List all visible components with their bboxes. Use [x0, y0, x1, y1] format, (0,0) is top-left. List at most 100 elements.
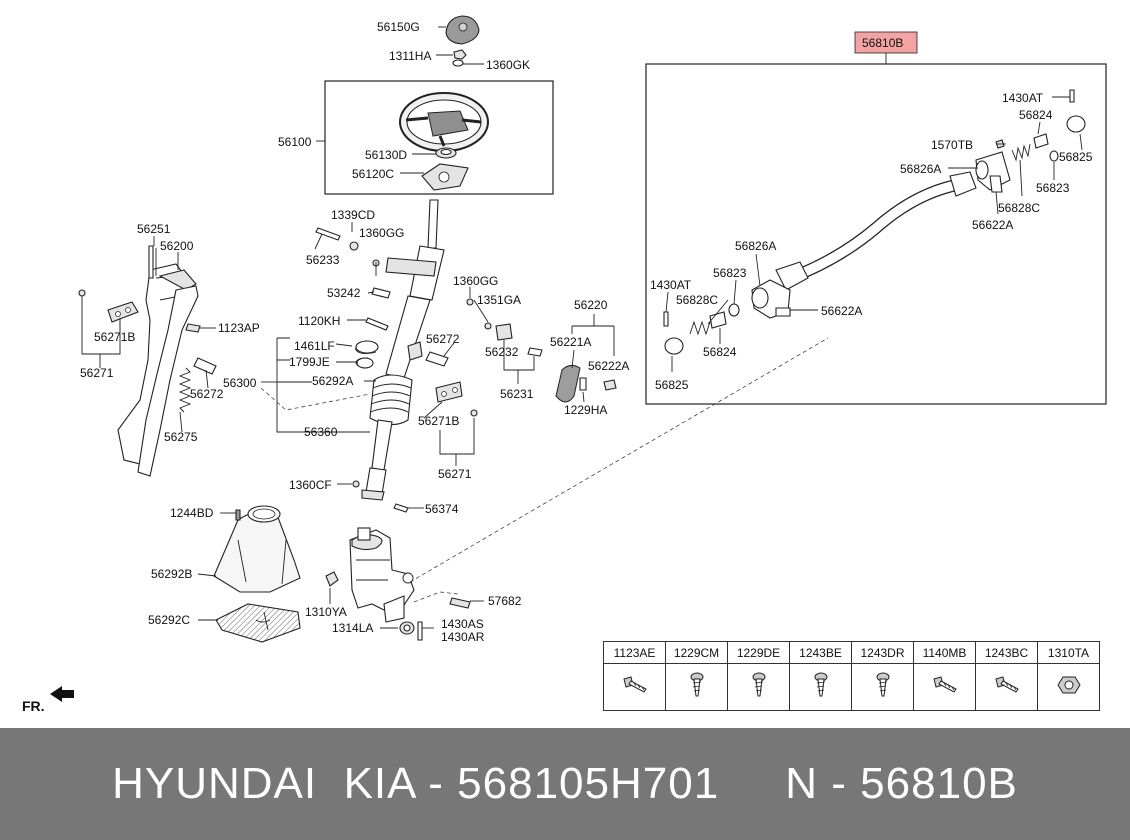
spring-56275-part	[178, 367, 192, 413]
bracket-56271B-b-part	[435, 381, 463, 403]
label-1360GG-b: 1360GG	[453, 274, 498, 288]
nut-1310YA-part	[325, 571, 339, 587]
lower-shaft-part	[361, 419, 393, 501]
bolt-1123AP-part	[185, 323, 201, 333]
clip-1799JE-part	[356, 357, 374, 369]
washer-56823-a-part	[1049, 150, 1059, 162]
pin-53242-part	[371, 287, 391, 299]
washer-1360GK-part	[452, 59, 464, 67]
fastener-header: 1243BE	[789, 641, 852, 664]
cap-56824-b-part	[709, 311, 727, 329]
label-56810B: 56810B	[862, 36, 903, 50]
label-56826A-a: 56826A	[900, 162, 941, 176]
bushing-56232-part	[495, 323, 513, 341]
label-56823-b: 56823	[713, 266, 747, 280]
fastener-cell	[975, 663, 1038, 711]
fastener-header: 1229DE	[727, 641, 790, 664]
label-1123AP: 1123AP	[218, 321, 260, 335]
label-56292C: 56292C	[148, 613, 190, 627]
label-56374: 56374	[425, 502, 459, 516]
boot-plate-56292C-part	[215, 603, 301, 643]
washer-1360GG-b-part	[466, 298, 474, 306]
tapping-screw-icon	[870, 672, 896, 704]
label-56292B: 56292B	[151, 567, 192, 581]
bolt-57682-part	[449, 597, 471, 609]
fastener-cell	[665, 663, 728, 711]
bolt-56233-part	[315, 227, 341, 241]
label-56231: 56231	[500, 387, 534, 401]
label-56824-a: 56824	[1019, 108, 1053, 122]
label-56825-b: 56825	[655, 378, 689, 392]
label-1120KH: 1120KH	[298, 314, 340, 328]
steering-nut-56130D-part	[435, 147, 457, 159]
screw-56231-part	[527, 347, 543, 357]
label-56200: 56200	[160, 239, 194, 253]
pin-1430AT-a-part	[1069, 89, 1075, 103]
label-1229HA: 1229HA	[564, 403, 607, 417]
fastener-header: 1229CM	[665, 641, 728, 664]
fastener-header: 1140MB	[913, 641, 976, 664]
shift-cable-part	[775, 171, 977, 291]
label-56220: 56220	[574, 298, 608, 312]
steering-column-parts-diagram: 56150G 1311HA 1360GK 56100 56130D 56120C…	[22, 15, 1107, 714]
fastener-cell	[727, 663, 790, 711]
label-56271B-a: 56271B	[94, 330, 135, 344]
label-56292A: 56292A	[312, 374, 353, 388]
label-1244BD: 1244BD	[170, 506, 214, 520]
label-56275: 56275	[164, 430, 198, 444]
footer-banner: HYUNDAI KIA - 568105H701 N - 56810B	[0, 728, 1130, 840]
nut-56271-a-part	[78, 289, 86, 297]
bolt-1120KH-part	[365, 317, 389, 331]
button-56222A-part	[603, 379, 617, 391]
screw-1229HA-part	[579, 377, 587, 391]
label-1310YA: 1310YA	[305, 605, 347, 619]
cable-end-lower-56622A-part	[751, 279, 791, 319]
nut-icon	[1055, 676, 1083, 702]
tapping-screw-icon	[808, 672, 834, 704]
label-56221A: 56221A	[550, 335, 591, 349]
cap-56824-a-part	[1033, 133, 1049, 149]
sleeve-56272-b-part	[425, 351, 449, 367]
sleeve-56272-a-part	[193, 357, 217, 375]
pin-1430AS-part	[417, 621, 423, 641]
label-56100: 56100	[278, 135, 312, 149]
label-1430AT-b: 1430AT	[650, 278, 692, 292]
label-1339CD: 1339CD	[331, 208, 375, 222]
clip-1461LF-part	[355, 340, 379, 354]
label-1461LF: 1461LF	[294, 339, 335, 353]
screw-1244BD-part	[235, 509, 241, 521]
boot-56825-a-part	[1066, 115, 1086, 133]
boot-56825-b-part	[664, 337, 684, 355]
label-56824-b: 56824	[703, 345, 737, 359]
label-56150G: 56150G	[377, 20, 420, 34]
label-53242: 53242	[327, 286, 361, 300]
tapping-screw-icon	[746, 672, 772, 704]
label-56130D: 56130D	[365, 148, 407, 162]
label-front: FR.	[22, 698, 45, 714]
label-1351GA: 1351GA	[477, 293, 521, 307]
nut-1351GA-part	[484, 322, 492, 330]
pin-1430AT-b-part	[663, 311, 669, 327]
label-56826A-b: 56826A	[735, 239, 776, 253]
steering-wheel-part	[399, 92, 489, 152]
bolt-56374-part	[393, 503, 409, 513]
label-56825-a: 56825	[1059, 150, 1093, 164]
label-56828C-a: 56828C	[998, 201, 1040, 215]
label-56828C-b: 56828C	[676, 293, 718, 307]
fastener-header: 1243BC	[975, 641, 1038, 664]
label-56271-a: 56271	[80, 366, 114, 380]
footer-part-number: HYUNDAI KIA - 568105H701 N - 56810B	[112, 759, 1018, 808]
fastener-cell	[789, 663, 852, 711]
label-1799JE: 1799JE	[289, 355, 330, 369]
bushing-1314LA-part	[399, 621, 415, 635]
cable-end-upper-56622A-part	[975, 151, 1011, 193]
label-1314LA: 1314LA	[332, 621, 373, 635]
steering-hub-56120C-part	[421, 163, 469, 191]
fastener-header: 1243DR	[851, 641, 914, 664]
fastener-cell	[851, 663, 914, 711]
nut-1311HA-part	[453, 49, 467, 60]
label-1360CF: 1360CF	[289, 478, 332, 492]
label-57682: 57682	[488, 594, 522, 608]
